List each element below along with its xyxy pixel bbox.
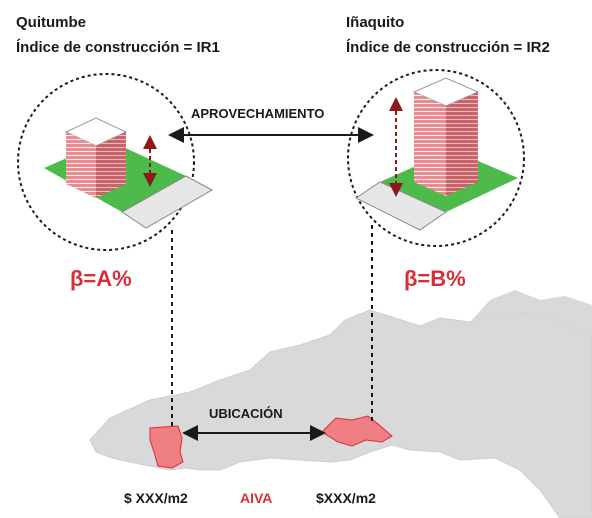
quitumbe-zone (149, 425, 184, 469)
quitumbe-beta: β=A% (70, 266, 132, 291)
quitumbe-price: $ XXX/m2 (124, 490, 188, 506)
aprovechamiento-label: APROVECHAMIENTO (188, 106, 328, 121)
inaquito-index-label: Índice de construcción = IR2 (346, 39, 550, 56)
inaquito-name: Iñaquito (346, 14, 405, 31)
city-map-north (470, 290, 592, 335)
inaquito-beta: β=B% (404, 266, 466, 291)
quitumbe-name: Quitumbe (16, 14, 86, 31)
aiva-label: AIVA (240, 490, 273, 506)
city-map (89, 309, 592, 518)
inaquito-building (412, 77, 480, 196)
ubicacion-label: UBICACIÓN (209, 406, 283, 421)
quitumbe-index-label: Índice de construcción = IR1 (16, 39, 220, 56)
quitumbe-building (64, 117, 128, 198)
inaquito-price: $XXX/m2 (316, 490, 376, 506)
inaquito-zone (321, 415, 393, 447)
